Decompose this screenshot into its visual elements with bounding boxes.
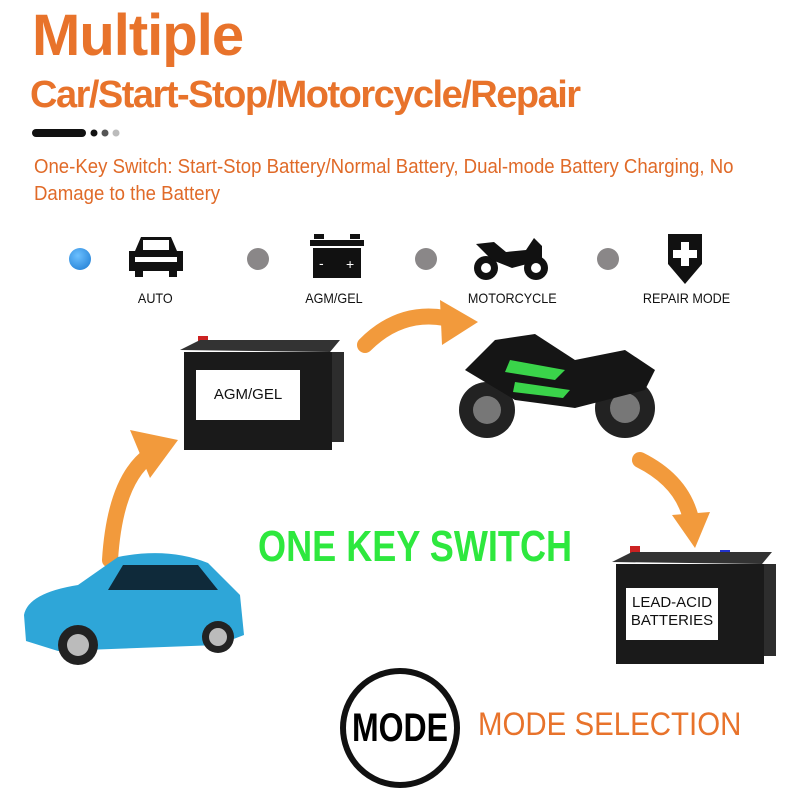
mode-indicator-auto (69, 248, 91, 270)
mode-label-repair: REPAIR MODE (642, 290, 731, 306)
lead-acid-label-line1: LEAD-ACID (631, 594, 713, 611)
car-icon (129, 237, 183, 277)
page-title: Multiple (32, 3, 244, 68)
svg-text:+: + (346, 256, 354, 272)
mode-label-agm: AGM/GEL (305, 290, 363, 306)
mode-indicator-agm (247, 248, 269, 270)
mode-label-motorcycle: MOTORCYCLE (467, 290, 557, 306)
battery-icon: -+ (310, 234, 364, 278)
car-image (24, 553, 244, 665)
mode-button-label: MODE (352, 705, 448, 750)
shield-plus-icon (668, 234, 702, 284)
lead-acid-label-line2: BATTERIES (630, 612, 714, 629)
description: One-Key Switch: Start-Stop Battery/Norma… (34, 156, 734, 205)
one-key-switch-text: ONE KEY SWITCH (258, 522, 573, 571)
agm-label: AGM/GEL (196, 370, 300, 420)
motorcycle-icon (474, 238, 548, 280)
motorcycle-image (459, 334, 655, 438)
mode-label-auto: AUTO (137, 290, 173, 306)
mode-button[interactable]: MODE (340, 668, 460, 788)
pager-dots (32, 129, 120, 137)
page-subtitle: Car/Start-Stop/Motorcycle/Repair (30, 74, 581, 116)
mode-indicator-motorcycle (415, 248, 437, 270)
mode-selection-label: MODE SELECTION (478, 706, 742, 742)
mode-indicator-repair (597, 248, 619, 270)
svg-text:-: - (319, 255, 324, 271)
